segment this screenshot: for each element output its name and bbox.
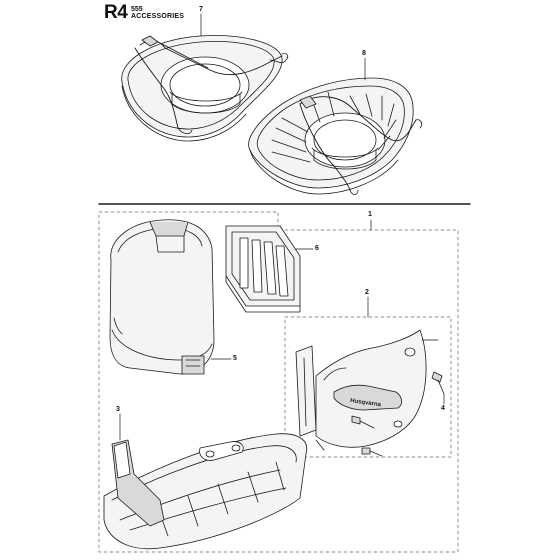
- part-6-filter-grille: [226, 226, 313, 312]
- diagram-title: ACCESSORIES: [131, 13, 185, 20]
- callout-5: 5: [233, 355, 237, 362]
- callout-4: 4: [441, 405, 445, 412]
- part-7-round-cover: [122, 14, 288, 141]
- air-filter-housing: [110, 220, 231, 374]
- model-number: 555: [131, 6, 143, 13]
- callout-6: 6: [315, 245, 319, 252]
- diagram-code: R4: [104, 2, 128, 23]
- part-8-grille-cover: [249, 58, 422, 195]
- part-2-shield: Husqvarna: [296, 330, 438, 450]
- part-4-screws: [352, 372, 444, 456]
- callout-7: 7: [199, 6, 203, 13]
- callout-8: 8: [362, 50, 366, 57]
- callout-2: 2: [365, 289, 369, 296]
- svg-text:Husqvarna: Husqvarna: [350, 398, 382, 408]
- part-3-intake-base: [104, 414, 307, 549]
- callout-3: 3: [116, 406, 120, 413]
- assembly-2-boundary: [285, 317, 451, 457]
- assembly-1-boundary: [99, 212, 458, 552]
- callout-1: 1: [368, 211, 372, 218]
